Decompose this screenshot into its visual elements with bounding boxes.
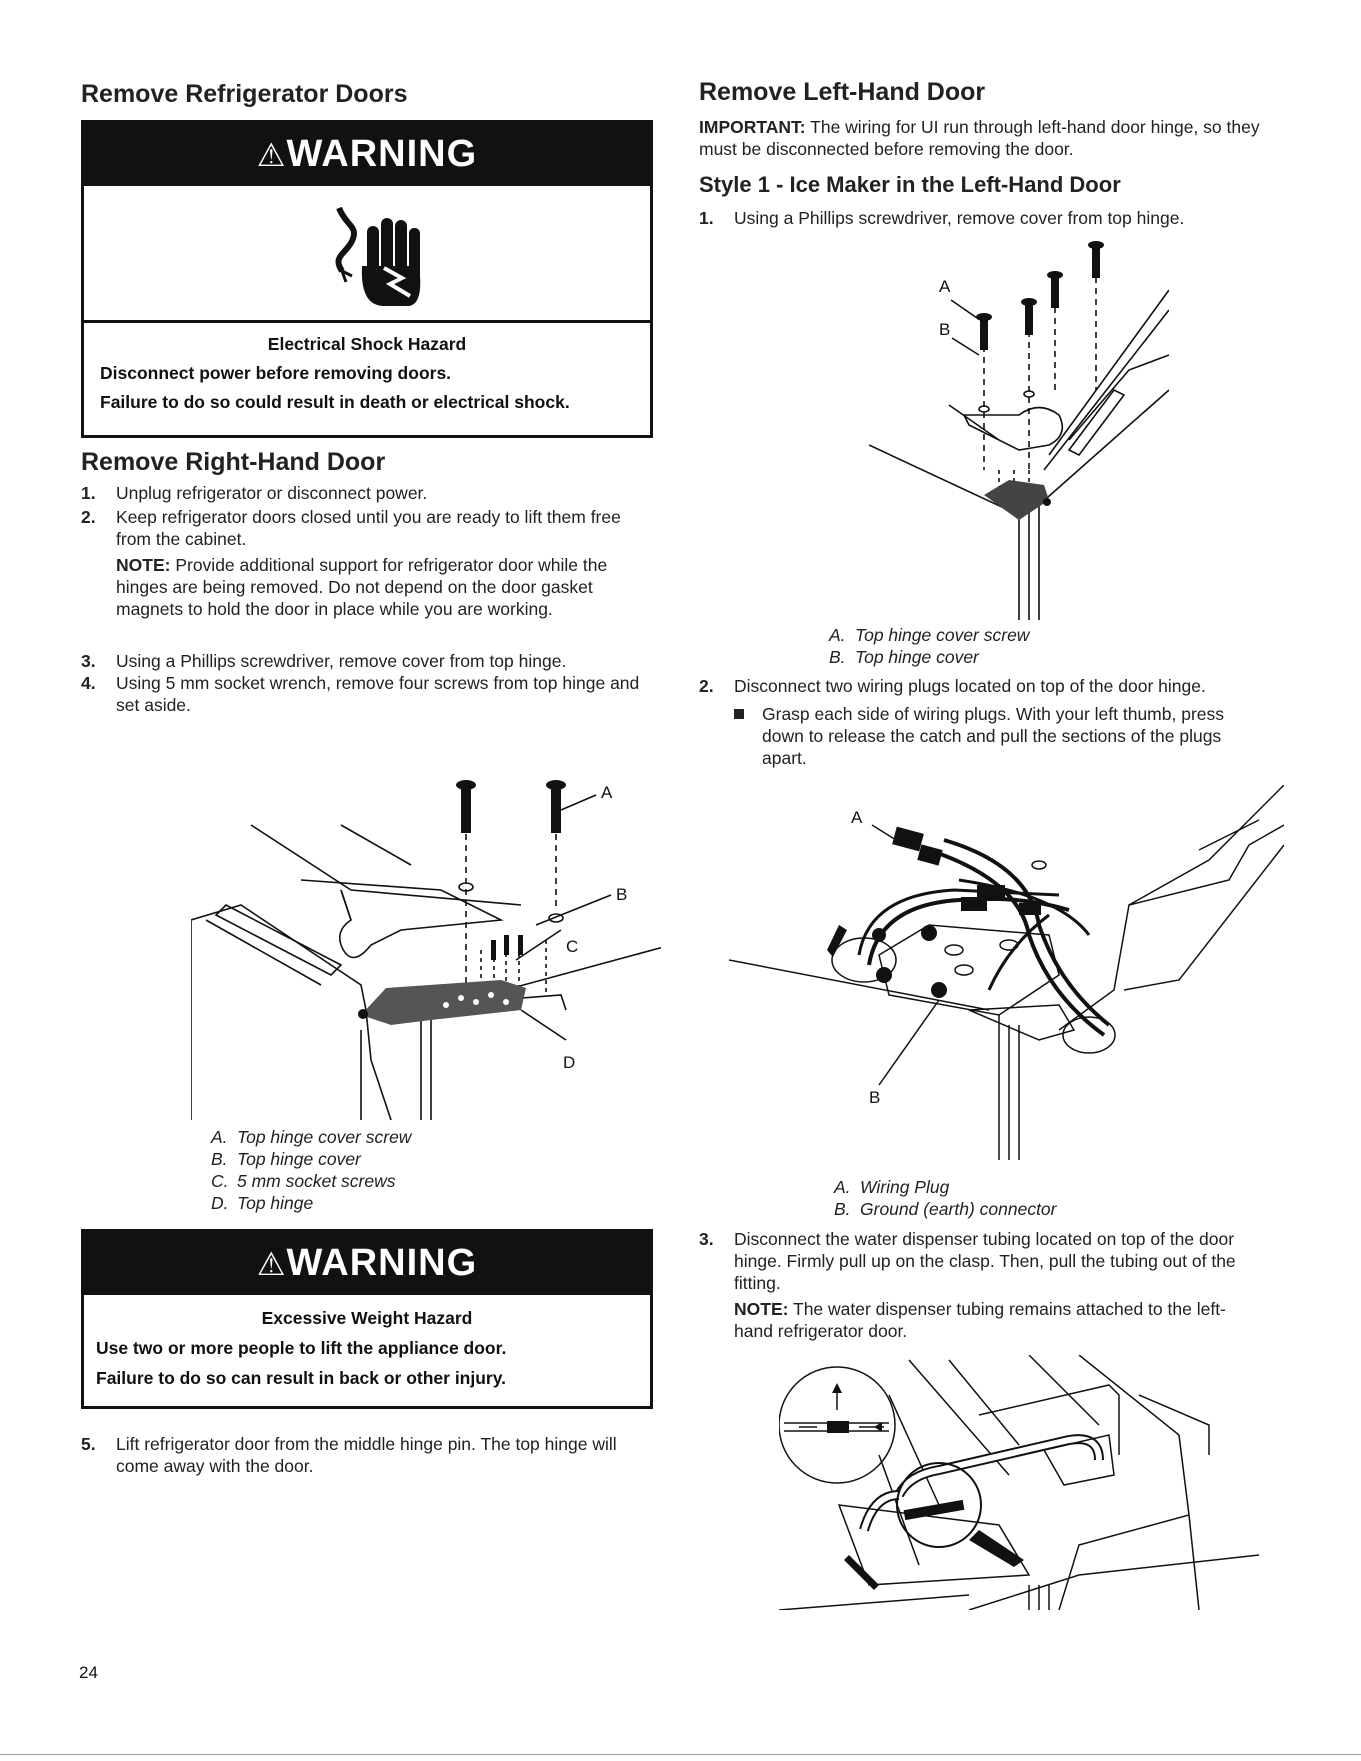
section-title-right-hand-door: Remove Right-Hand Door bbox=[81, 448, 386, 476]
warning2-line-2: Failure to do so can result in back or o… bbox=[96, 1368, 507, 1388]
shock-hazard-pictogram bbox=[84, 186, 650, 323]
warning-line-1: Disconnect power before removing doors. bbox=[100, 363, 452, 383]
right-step-1: 1.Using a Phillips screwdriver, remove c… bbox=[699, 208, 1185, 228]
bullet-square-icon bbox=[734, 709, 744, 719]
fig1-label-d: D bbox=[563, 1053, 575, 1072]
right-step-3: 3.Disconnect the water dispenser tubing … bbox=[699, 1229, 1236, 1341]
warning-header: ⚠WARNING bbox=[84, 123, 650, 186]
hazard-title: Electrical Shock Hazard bbox=[267, 334, 467, 354]
top-hinge-right-door-illustration: A B C D bbox=[191, 780, 661, 1121]
warning-box-weight: ⚠WARNING Excessive Weight Hazard Use two… bbox=[81, 1229, 653, 1409]
fig1-label-a: A bbox=[601, 783, 613, 802]
warning2-line-1: Use two or more people to lift the appli… bbox=[96, 1338, 507, 1358]
step-1: 1.Unplug refrigerator or disconnect powe… bbox=[81, 483, 428, 503]
fig3-legend: A.Wiring Plug B.Ground (earth) connector bbox=[834, 1177, 1057, 1219]
hazard-title-2: Excessive Weight Hazard bbox=[261, 1308, 473, 1328]
subsection-title-style-1: Style 1 - Ice Maker in the Left-Hand Doo… bbox=[699, 172, 1121, 197]
page-number: 24 bbox=[79, 1663, 98, 1682]
fig2-label-b: B bbox=[939, 320, 950, 339]
warning-body: Electrical Shock Hazard Disconnect power… bbox=[84, 323, 650, 413]
fig3-label-a: A bbox=[851, 808, 863, 827]
step-5: 5.Lift refrigerator door from the middle… bbox=[81, 1434, 617, 1476]
fig3-label-b: B bbox=[869, 1088, 880, 1107]
right-step-2: 2.Disconnect two wiring plugs located on… bbox=[699, 676, 1206, 696]
warning-line-2: Failure to do so could result in death o… bbox=[100, 392, 570, 412]
warning-triangle-icon: ⚠ bbox=[256, 137, 287, 173]
section-title-left-hand-door: Remove Left-Hand Door bbox=[699, 78, 986, 106]
fig2-label-a: A bbox=[939, 277, 951, 296]
fig2-legend: A.Top hinge cover screw B.Top hinge cove… bbox=[829, 625, 1030, 667]
water-tubing-illustration bbox=[779, 1355, 1259, 1610]
electric-shock-hand-icon bbox=[335, 206, 421, 306]
right-step-2-bullet: Grasp each side of wiring plugs. With yo… bbox=[734, 703, 1254, 769]
step-2: 2.Keep refrigerator doors closed until y… bbox=[81, 507, 621, 619]
footer-divider bbox=[0, 1754, 1361, 1755]
section-title-remove-doors: Remove Refrigerator Doors bbox=[81, 80, 408, 108]
step-3: 3.Using a Phillips screwdriver, remove c… bbox=[81, 651, 567, 671]
step-4: 4.Using 5 mm socket wrench, remove four … bbox=[81, 673, 640, 715]
warning-body-2: Excessive Weight Hazard Use two or more … bbox=[84, 1295, 650, 1389]
warning-header-2: ⚠WARNING bbox=[84, 1232, 650, 1295]
top-hinge-left-door-illustration: A B bbox=[869, 241, 1169, 620]
warning-box-electrical: ⚠WARNING Electrical Shock Hazard Disconn… bbox=[81, 120, 653, 438]
wiring-plugs-illustration: A B bbox=[729, 785, 1284, 1160]
important-note: IMPORTANT: The wiring for UI run through… bbox=[699, 117, 1260, 159]
fig1-legend: A.Top hinge cover screw B.Top hinge cove… bbox=[211, 1127, 412, 1213]
fig1-label-b: B bbox=[616, 885, 627, 904]
fig1-label-c: C bbox=[566, 937, 578, 956]
warning-triangle-icon: ⚠ bbox=[256, 1246, 287, 1282]
